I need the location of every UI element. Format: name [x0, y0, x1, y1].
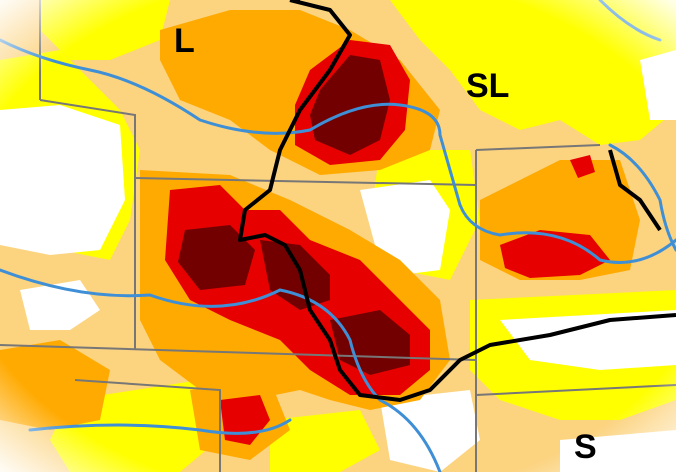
label-S: S — [574, 428, 597, 466]
label-SL: SL — [466, 67, 509, 105]
label-L: L — [174, 22, 195, 60]
